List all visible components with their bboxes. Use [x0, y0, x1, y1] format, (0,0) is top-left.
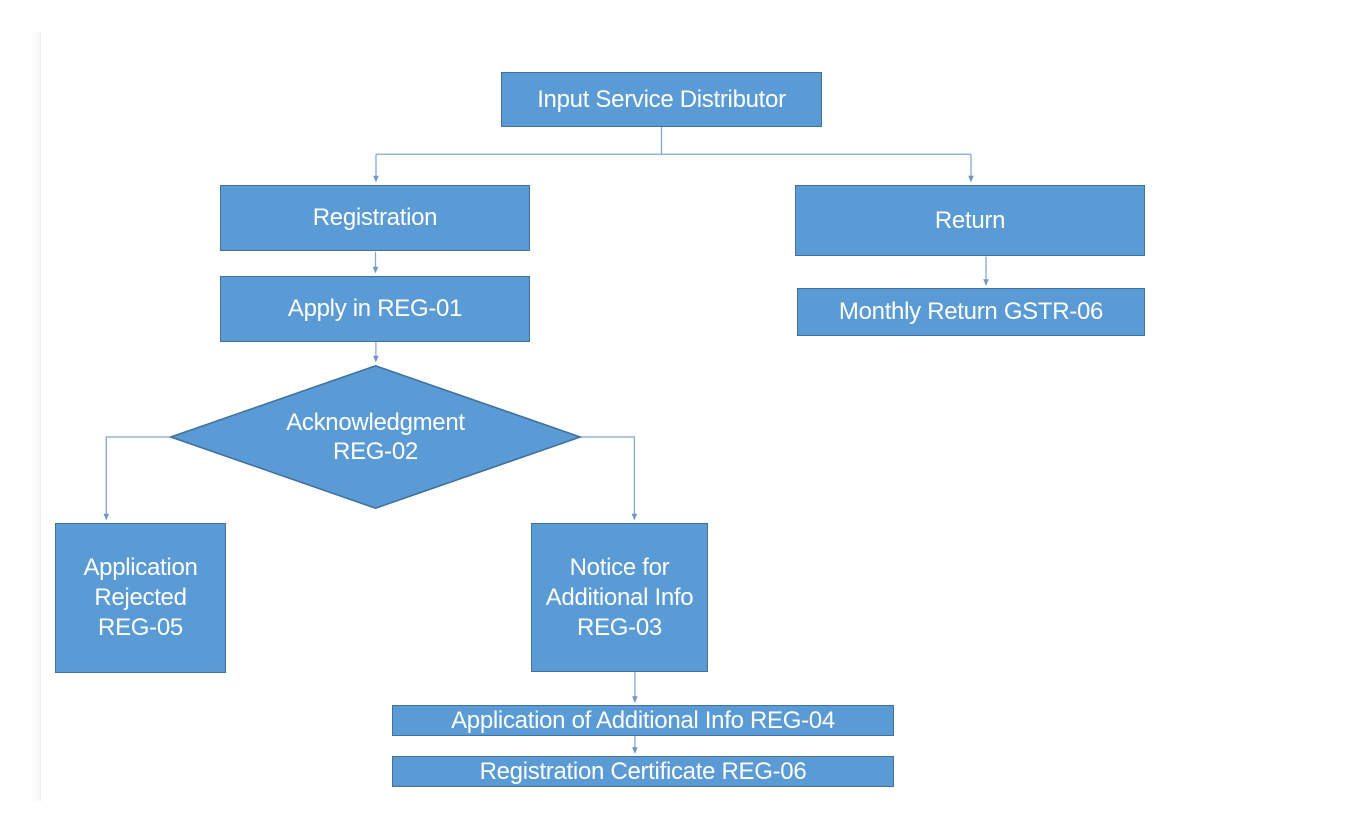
- node-application-rejected-reg-05[interactable]: Application Rejected REG-05: [55, 523, 226, 673]
- node-label-line: Application: [83, 554, 198, 581]
- node-label-line: REG-03: [577, 613, 662, 641]
- node-label: Apply in REG-01: [287, 295, 463, 322]
- node-label: Application of Additional Info REG-04: [451, 706, 835, 734]
- node-application-of-additional-info-reg-04[interactable]: Application of Additional Info REG-04: [392, 705, 894, 736]
- node-acknowledgment-reg-02[interactable]: Acknowledgment REG-02: [168, 364, 583, 510]
- page-edge-line: [32, 32, 41, 801]
- node-label-line: Acknowledgment: [286, 408, 465, 436]
- node-input-service-distributor[interactable]: Input Service Distributor: [501, 72, 822, 127]
- node-label: Return: [934, 206, 1006, 234]
- node-label-line: REG-05: [98, 614, 183, 641]
- node-label: Registration Certificate REG-06: [479, 757, 807, 785]
- node-notice-for-additional-info-reg-03[interactable]: Notice for Additional Info REG-03: [531, 523, 708, 672]
- node-label-line: Additional Info: [545, 583, 694, 611]
- node-label-line: Notice for: [569, 553, 670, 581]
- node-registration[interactable]: Registration: [220, 185, 530, 251]
- node-label-line: Rejected: [94, 584, 187, 611]
- node-label: Input Service Distributor: [537, 85, 786, 113]
- node-return[interactable]: Return: [795, 185, 1145, 256]
- diamond-shape: [168, 364, 583, 510]
- node-label: Monthly Return GSTR-06: [838, 298, 1104, 325]
- node-label: Registration: [312, 204, 438, 231]
- node-monthly-return-gstr-06[interactable]: Monthly Return GSTR-06: [797, 288, 1145, 336]
- node-registration-certificate-reg-06[interactable]: Registration Certificate REG-06: [392, 756, 894, 787]
- node-apply-in-reg-01[interactable]: Apply in REG-01: [220, 276, 530, 342]
- node-label-line: REG-02: [333, 438, 418, 465]
